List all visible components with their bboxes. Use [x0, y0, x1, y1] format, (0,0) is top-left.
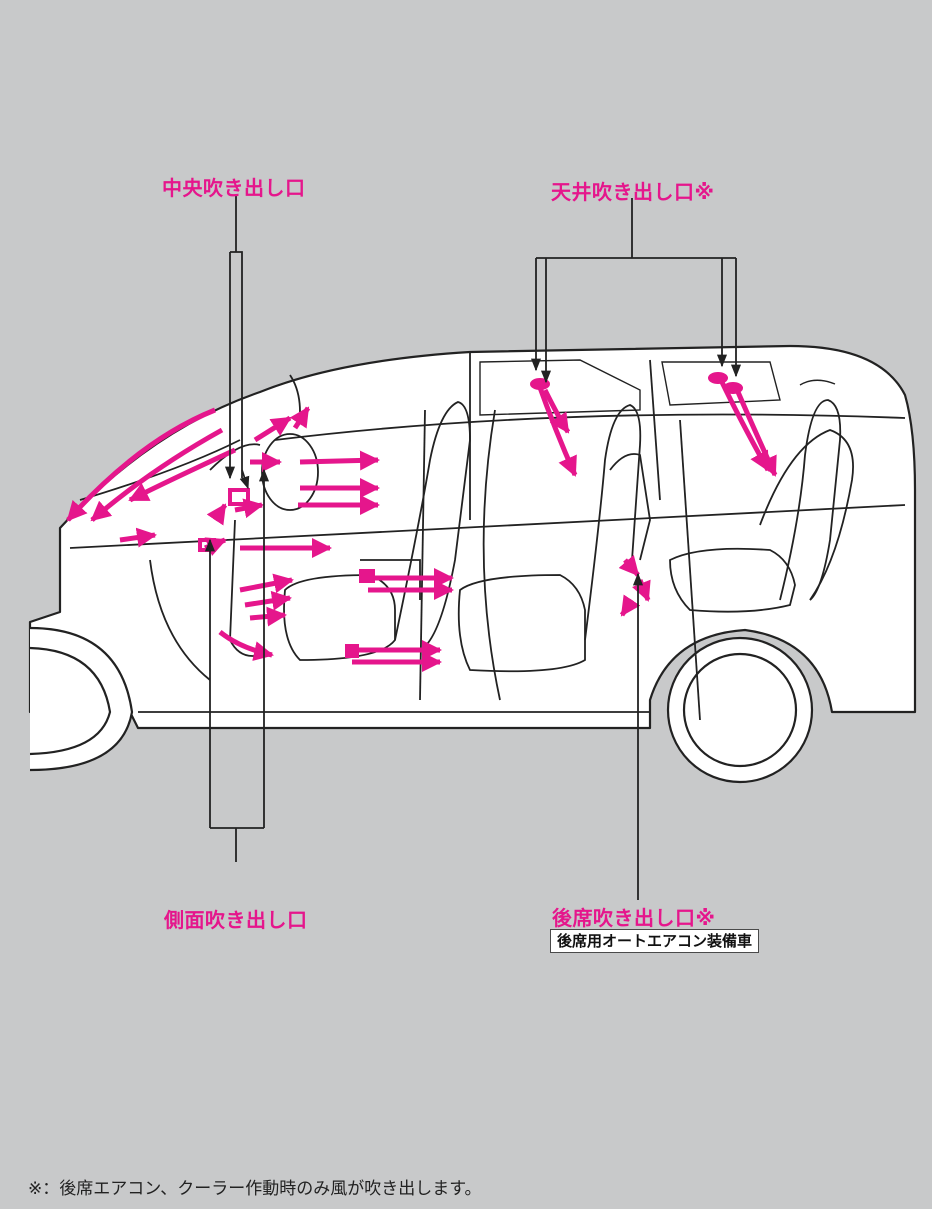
car-interior — [69, 352, 906, 721]
label-center-vents: 中央吹き出し口 — [162, 176, 306, 200]
callout-lines — [204, 196, 742, 900]
rear-wheel — [666, 636, 814, 784]
footnote: ※：後席エアコン、クーラー作動時のみ風が吹き出します。 — [28, 1179, 482, 1199]
label-rear-vents: 後席吹き出し口※ — [552, 906, 716, 930]
label-ceiling-vents: 天井吹き出し口※ — [551, 180, 715, 204]
front-wheel — [29, 626, 134, 772]
rear-auto-ac-badge: 後席用オートエアコン装備車 — [550, 929, 760, 953]
vent-marks — [198, 372, 743, 658]
label-side-vents: 側面吹き出し口 — [164, 908, 308, 932]
